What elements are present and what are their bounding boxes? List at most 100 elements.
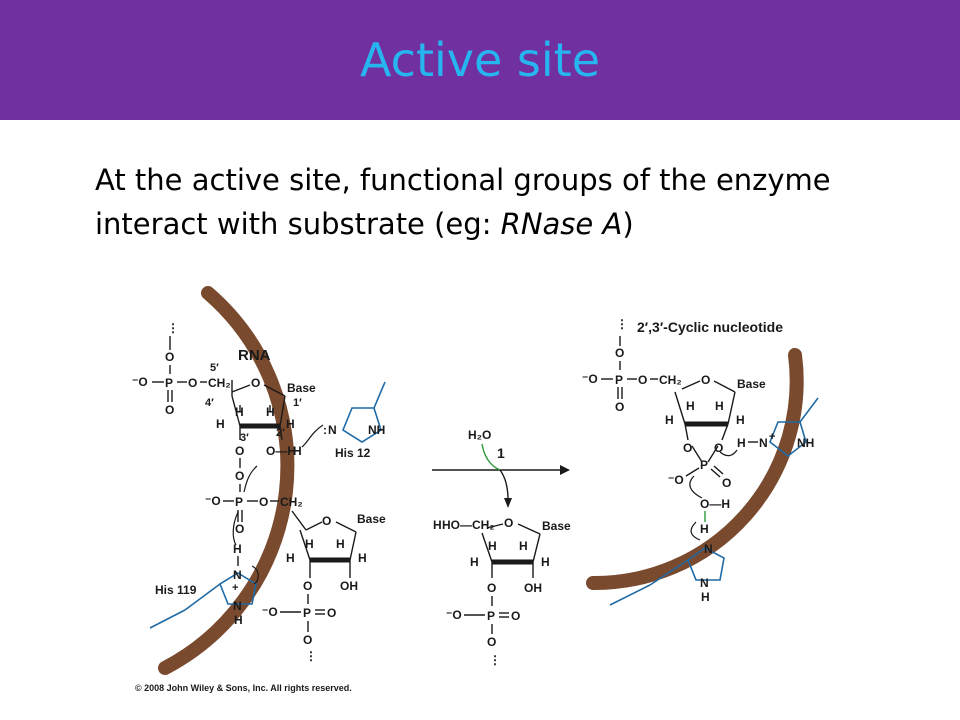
step-number: 1 [497, 445, 505, 461]
right-panel: ⋮ 2′,3′-Cyclic nucleotide O ⁻O P O CH₂ O… [582, 317, 819, 606]
r-cyclic-p: P [700, 458, 708, 472]
his119-n2: N [233, 599, 242, 613]
body-text-colon: : [481, 207, 492, 241]
his119-h2: H [234, 613, 243, 627]
r-atom-o-2: O [638, 373, 647, 387]
ring-o-2: O [322, 514, 331, 528]
label-rna: RNA [238, 347, 271, 364]
his119-plus: + [232, 582, 238, 594]
r-neg-o-2: ⁻O [668, 473, 684, 487]
r-cyclic-o-2: O [714, 441, 723, 455]
prime-5: 5′ [210, 362, 219, 374]
his12-n: N [328, 423, 337, 437]
ring-h-4: H [286, 417, 295, 431]
atom-o-5: O [259, 495, 268, 509]
product-o-1: O [487, 581, 496, 595]
r-ring-h-1: H [686, 399, 695, 413]
product-h-3: H [470, 555, 479, 569]
his119-h: H [233, 542, 242, 556]
ribose-ring-1 [231, 380, 286, 441]
ribose-ring-2 [291, 510, 357, 578]
enzyme-rims [158, 286, 804, 675]
slide-body-text: At the active site, functional groups of… [95, 158, 915, 246]
r-his-n-bottom-2: N [700, 576, 709, 590]
r-base: Base [737, 377, 766, 391]
r-his-nh-top: NH [797, 436, 814, 450]
ring2-h-4: H [358, 551, 367, 565]
prime-1: 1′ [293, 397, 302, 409]
atom-o-3: O [165, 403, 174, 417]
ch2-1: CH₂ [208, 376, 231, 390]
title-bar [0, 0, 960, 120]
atom-p-1: P [165, 376, 173, 390]
base-1: Base [287, 381, 316, 395]
r-his-plus: + [769, 431, 775, 443]
atom-o-9: O [303, 633, 312, 647]
left-enzyme-rim [158, 286, 295, 675]
r-ch2: CH₂ [659, 373, 682, 387]
r-water-oh: O—H [700, 497, 730, 511]
slide-title: Active site [360, 33, 600, 87]
chain-dots-top-left: ⋮ [167, 321, 179, 335]
atom-o-2: O [188, 376, 197, 390]
product-o-3: O [487, 635, 496, 649]
his119-n1: N [233, 568, 242, 582]
r-his-h: H [737, 436, 746, 450]
ring2-h-3: H [286, 551, 295, 565]
ring-h-3: H [216, 417, 225, 431]
product-p: P [487, 609, 495, 623]
r-atom-o-3: O [615, 400, 624, 414]
chain-dots-top-right: ⋮ [616, 317, 628, 331]
product-ring-o: O [504, 516, 513, 530]
product-o-2: O [511, 609, 520, 623]
right-enzyme-rim [586, 348, 804, 591]
ring-h-1: H [235, 405, 244, 419]
body-text-example: RNase A [491, 207, 623, 241]
product-ribose [481, 523, 541, 578]
ho-ch2: HO—CH₂ [442, 518, 495, 532]
ho-h: H [433, 518, 442, 532]
his12-imidazole [342, 381, 386, 443]
his119-imidazole [149, 572, 257, 629]
atom-p-3: P [303, 606, 311, 620]
ch2-2: CH₂ [280, 495, 303, 509]
middle-reaction: H₂O 1 H HO—CH₂ O Base H H H H O OH ⁻O P … [432, 428, 571, 667]
r-ring-h-3: H [665, 413, 674, 427]
o-h-2prime: O—H [266, 444, 296, 458]
ring-o-1: O [251, 376, 260, 390]
product-base: Base [542, 519, 571, 533]
product-h-4: H [541, 555, 550, 569]
atom-o-4: O [235, 469, 244, 483]
ring2-h-2: H [336, 537, 345, 551]
attacking-h-2prime: H [293, 444, 302, 458]
his12-lone-pair: : [323, 423, 327, 437]
r-his-imidazole-top [769, 397, 819, 458]
atom-o-7: O [303, 579, 312, 593]
r-neg-o-1: ⁻O [582, 372, 598, 386]
ring-h-2: H [266, 405, 275, 419]
neg-o-1: ⁻O [132, 375, 148, 389]
cyclic-ribose [674, 380, 736, 463]
ring2-h-1: H [305, 537, 314, 551]
r-his-n-bottom-1: N [704, 542, 713, 556]
product-neg-o: ⁻O [446, 608, 462, 622]
r-atom-p-1: P [615, 373, 623, 387]
left-panel: ⋮ O ⁻O P O O CH₂ 5′ RNA O Base 1′ [132, 321, 386, 663]
prime-2: 2′ [276, 427, 285, 439]
r-ring-o: O [701, 373, 710, 387]
r-his-imidazole-bottom [609, 547, 725, 606]
r-his-n-top: N [759, 436, 768, 450]
neg-o-2: ⁻O [205, 494, 221, 508]
r-cyclic-o-3: O [722, 476, 731, 490]
atom-p-2: P [235, 495, 243, 509]
r-ring-h-4: H [736, 413, 745, 427]
prime-3: 3′ [240, 432, 249, 444]
label-his12: His 12 [335, 446, 371, 460]
neg-o-3: ⁻O [262, 605, 278, 619]
r-atom-o-1: O [615, 346, 624, 360]
chain-dots-bottom-left: ⋮ [305, 649, 317, 663]
product-dots: ⋮ [489, 653, 501, 667]
product-h-2: H [519, 539, 528, 553]
atom-oh-1: OH [340, 579, 358, 593]
